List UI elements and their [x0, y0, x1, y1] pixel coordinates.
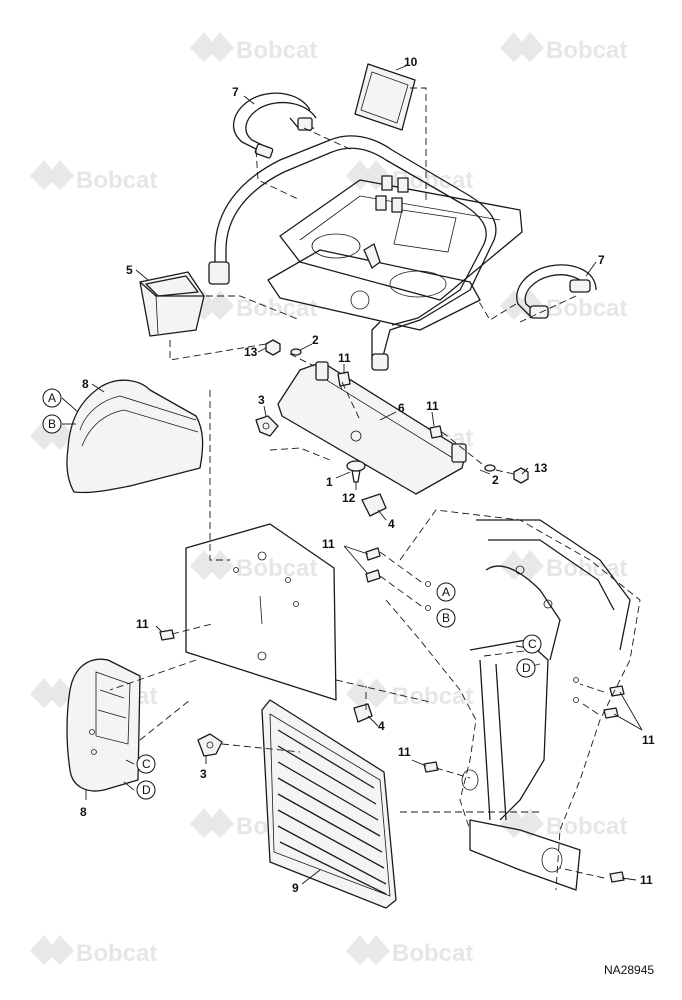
ref-C: C [142, 757, 151, 771]
watermark-text: Bobcat [76, 940, 157, 967]
callout-11: 11 [322, 537, 335, 551]
watermark-text: Bobcat [546, 555, 627, 582]
callout-3: 3 [200, 767, 207, 781]
watermark-logo [190, 550, 234, 580]
ref-A: A [48, 391, 56, 405]
ref-C: C [528, 637, 537, 651]
watermark-logo [500, 808, 544, 838]
ref-D: D [522, 661, 531, 675]
watermark-logo [30, 935, 74, 965]
ref-B: B [48, 417, 56, 431]
watermark-text: Bobcat [392, 940, 473, 967]
callout-9: 9 [292, 881, 299, 895]
ref-circle [436, 582, 456, 602]
watermark-text: Bobcat [76, 167, 157, 194]
callout-10: 10 [404, 55, 418, 69]
drawing-number: NA28945 [604, 963, 654, 977]
watermark-logo [30, 160, 74, 190]
watermark-logo [190, 32, 234, 62]
part-mounting-plate [185, 523, 337, 701]
part-7-grab-handle-left [232, 92, 317, 159]
callout-2: 2 [492, 473, 499, 487]
watermark-text: Bobcat [546, 37, 627, 64]
callout-7: 7 [232, 85, 239, 99]
watermark-logo [30, 678, 74, 708]
ref-circle [436, 608, 456, 628]
part-machine-main-frame [385, 509, 641, 891]
callout-8: 8 [80, 805, 87, 819]
watermark-text: Bobcat [546, 295, 627, 322]
callout-11: 11 [398, 745, 411, 759]
callout-7: 7 [598, 253, 605, 267]
callout-8: 8 [82, 377, 89, 391]
part-8-side-cover-upper [66, 379, 204, 494]
hardware-fasteners [159, 339, 625, 883]
watermark-logo [30, 420, 74, 450]
ref-circle [136, 754, 156, 774]
part-8-side-cover-lower [66, 658, 141, 792]
ref-circle [516, 658, 536, 678]
callout-11: 11 [642, 733, 655, 747]
ref-circle [136, 780, 156, 800]
callout-4: 4 [388, 517, 395, 531]
callout-labels: 10 7 5 7 8 13 2 11 3 6 11 1 12 2 13 4 11… [80, 55, 655, 895]
part-frame-dash-assembly [208, 135, 523, 371]
watermark-text: Bobcat [236, 555, 317, 582]
watermark-text: Bobcat [546, 813, 627, 840]
callout-2: 2 [312, 333, 319, 347]
part-5-storage-cup [139, 271, 205, 337]
part-10-panel-insert [354, 63, 416, 131]
ref-circle [522, 634, 542, 654]
callout-1: 1 [326, 475, 333, 489]
part-7-grab-handle-right [516, 264, 597, 319]
callout-13: 13 [244, 345, 258, 359]
watermark-logo [346, 678, 390, 708]
ref-A: A [442, 585, 450, 599]
watermark-logo [346, 935, 390, 965]
callout-3: 3 [258, 393, 265, 407]
ref-circle [42, 388, 62, 408]
callout-11: 11 [426, 399, 439, 413]
ref-circle [42, 414, 62, 434]
watermark-logo [500, 550, 544, 580]
watermark-text: Bobcat [392, 683, 473, 710]
watermark-logo [500, 32, 544, 62]
watermark-text: Bobcat [236, 37, 317, 64]
callout-11: 11 [136, 617, 149, 631]
callout-5: 5 [126, 263, 133, 277]
assembly-lines [109, 87, 605, 879]
watermark-text: Bobcat [236, 295, 317, 322]
part-9-louvered-grille [261, 699, 397, 909]
callout-6: 6 [398, 401, 405, 415]
callout-13: 13 [534, 461, 548, 475]
callout-12: 12 [342, 491, 356, 505]
callout-4: 4 [378, 719, 385, 733]
reference-markers: A B A B C D C D [42, 388, 542, 800]
watermark-logo [190, 808, 234, 838]
ref-D: D [142, 783, 151, 797]
callout-11: 11 [338, 351, 351, 365]
callout-11: 11 [640, 873, 653, 887]
ref-B: B [442, 611, 450, 625]
